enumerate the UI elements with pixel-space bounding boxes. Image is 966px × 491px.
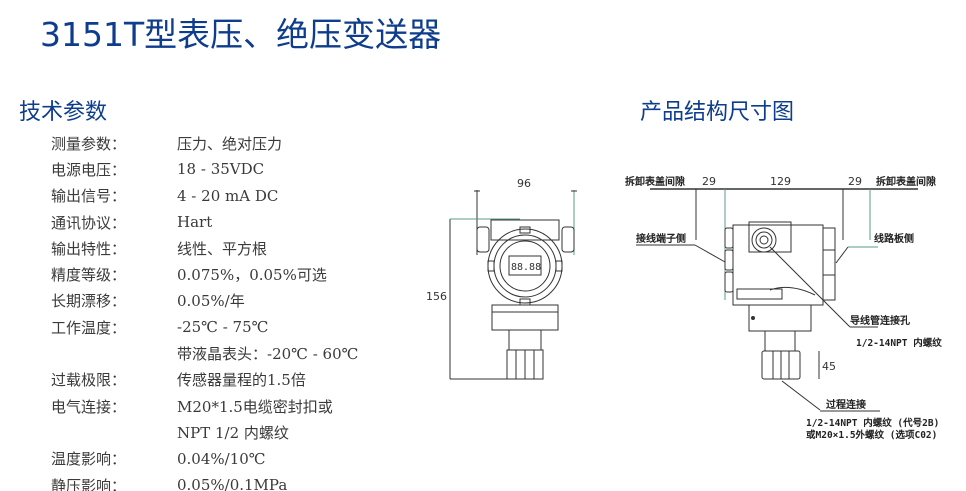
front-view-drawing	[449, 190, 577, 380]
spec-value: Hart	[177, 213, 213, 232]
conduit-label: 导线管连接孔	[850, 314, 910, 327]
spec-row: NPT 1/2 内螺纹	[51, 419, 358, 445]
page-title: 3151T型表压、绝压变送器	[40, 15, 442, 54]
spec-row: 工作温度： -25℃ - 75℃	[51, 314, 358, 340]
spec-value: 0.05%/年	[177, 292, 245, 311]
process-height-dimension: 45	[822, 360, 836, 373]
conduit-spec: 1/2-14NPT 内螺纹	[856, 337, 942, 349]
spec-list: 测量参数： 压力、绝对压力 电源电压： 18 - 35VDC 输出信号： 4 - 20…	[51, 130, 358, 491]
spec-row: 输出特性： 线性、平方根	[51, 235, 358, 261]
spec-value: 线性、平方根	[177, 239, 268, 258]
body-dimension: 129	[770, 175, 791, 188]
spec-value: NPT 1/2 内螺纹	[177, 423, 289, 442]
spec-row: 带液晶表头：-20℃ - 60℃	[51, 340, 358, 366]
process-spec-1: 1/2-14NPT 内螺纹 (代号2B)	[806, 417, 939, 429]
spec-row: 测量参数： 压力、绝对压力	[51, 130, 358, 156]
right-gap-dimension: 29	[848, 175, 862, 188]
front-height-dimension: 156	[426, 290, 447, 303]
spec-value: 带液晶表头：-20℃ - 60℃	[177, 345, 359, 364]
spec-label: 静压影响：	[51, 476, 127, 491]
spec-row: 电源电压： 18 - 35VDC	[51, 156, 358, 182]
spec-value: M20*1.5电缆密封扣或	[177, 397, 333, 416]
side-view-drawing	[636, 188, 918, 412]
spec-row: 温度影响： 0.04%/10℃	[51, 446, 358, 472]
specs-heading: 技术参数	[19, 100, 108, 125]
terminal-side-label: 接线端子侧	[636, 232, 686, 245]
spec-label: 输出特性：	[51, 239, 127, 258]
spec-value: 0.075%，0.05%可选	[177, 266, 327, 285]
right-gap-label: 拆卸表盖间隙	[876, 175, 936, 188]
spec-label: 通讯协议：	[51, 213, 127, 232]
circuit-side-label: 线路板侧	[874, 232, 914, 245]
spec-row: 静压影响： 0.05%/0.1MPa	[51, 472, 358, 491]
left-gap-dimension: 29	[702, 175, 716, 188]
spec-row: 精度等级： 0.075%，0.05%可选	[51, 261, 358, 287]
spec-label: 输出信号：	[51, 187, 127, 206]
spec-label: 工作温度：	[51, 318, 127, 337]
spec-label: 过载极限：	[51, 371, 127, 390]
left-gap-label: 拆卸表盖间隙	[625, 175, 685, 188]
spec-value: 4 - 20 mA DC	[177, 186, 279, 205]
spec-value: 0.05%/0.1MPa	[177, 476, 288, 491]
spec-label: 测量参数：	[51, 134, 127, 153]
spec-row: 长期漂移： 0.05%/年	[51, 288, 358, 314]
spec-row: 过载极限： 传感器量程的1.5倍	[51, 367, 358, 393]
spec-value: 压力、绝对压力	[177, 134, 283, 153]
spec-value: 18 - 35VDC	[177, 160, 265, 179]
spec-row: 通讯协议： Hart	[51, 209, 358, 235]
spec-label: 电气连接：	[51, 397, 127, 416]
dimensions-heading: 产品结构尺寸图	[640, 100, 795, 125]
spec-label: 温度影响：	[51, 450, 127, 469]
process-connection-label: 过程连接	[826, 398, 866, 411]
spec-row: 电气连接： M20*1.5电缆密封扣或	[51, 393, 358, 419]
spec-label: 精度等级：	[51, 266, 127, 285]
process-spec-2: 或M20×1.5外螺纹 (选项C02)	[806, 429, 937, 441]
front-width-dimension: 96	[517, 177, 531, 190]
spec-value: 0.04%/10℃	[177, 449, 266, 468]
spec-label: 长期漂移：	[51, 292, 127, 311]
spec-value: -25℃ - 75℃	[177, 318, 269, 337]
display-digits: 88.88	[511, 262, 541, 273]
spec-value: 传感器量程的1.5倍	[177, 371, 306, 390]
spec-label: 电源电压：	[51, 160, 127, 179]
spec-row: 输出信号： 4 - 20 mA DC	[51, 183, 358, 209]
